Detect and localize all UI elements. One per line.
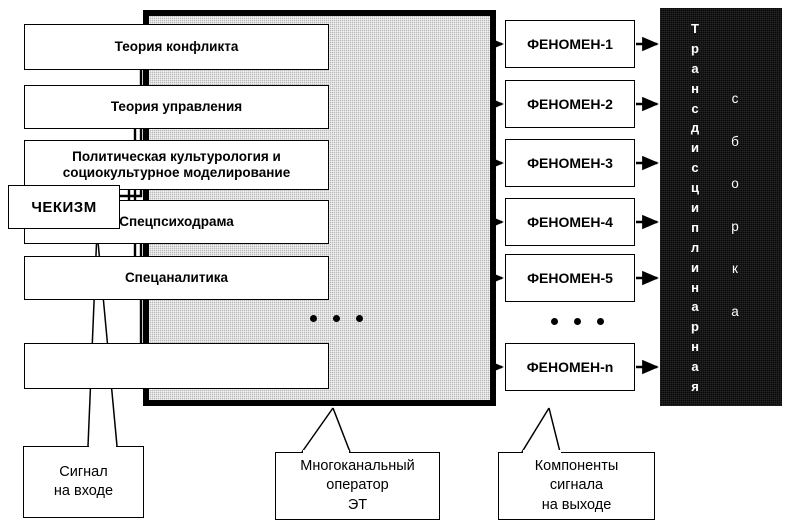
assembly-sub-word-vertical: с б о р к а [724,92,746,347]
callout-operator: Многоканальный оператор ЭТ [275,452,440,520]
assembly-letter: с [691,160,699,176]
phenomenon-box-1-label: ФЕНОМЕН-1 [527,36,613,52]
callout-output-notch [523,450,561,454]
assembly-letter: п [691,219,699,235]
assembly-letter: р [691,40,699,56]
assembly-letter: с [731,91,739,106]
callout-operator-line1: Многоканальный [300,458,415,475]
assembly-letter: а [691,299,699,315]
ellipsis-dot [310,315,317,322]
ellipsis-dot [551,318,558,325]
phenomenon-box-5-label: ФЕНОМЕН-5 [527,270,613,286]
assembly-letter: н [691,339,699,355]
ellipsis-dot [574,318,581,325]
method-box-5[interactable]: Спецаналитика [24,256,329,300]
ellipsis-dot [597,318,604,325]
operator-ellipsis-dots [310,315,363,322]
phenomenon-box-4-label: ФЕНОМЕН-4 [527,214,613,230]
callout-operator-line3: ЭТ [347,496,368,513]
method-box-2[interactable]: Теория управления [24,85,329,129]
method-box-3-label-line2: социокультурное моделирование [62,165,291,180]
callout-input-signal-notch [89,444,116,448]
assembly-letter: л [690,239,700,255]
assembly-letter: н [691,80,699,96]
method-box-3[interactable]: Политическая культурология и социокульту… [24,140,329,190]
assembly-panel: Т р а н с д и с ц и п л и н а р н а я с … [660,8,782,406]
method-box-5-label: Спецаналитика [124,269,229,285]
method-box-6[interactable] [24,343,329,389]
assembly-letter: н [691,279,699,295]
assembly-letter: с [691,100,699,116]
phenomenon-box-n[interactable]: ФЕНОМЕН-n [505,343,635,391]
callout-output-line1: Компоненты [534,458,619,475]
assembly-letter: и [691,259,699,275]
ellipsis-dot [356,315,363,322]
method-box-1[interactable]: Теория конфликта [24,24,329,70]
callout-operator-notch [303,450,349,454]
phenomenon-box-2[interactable]: ФЕНОМЕН-2 [505,80,635,128]
method-box-2-label: Теория управления [110,98,243,114]
callout-output-line2: сигнала [549,477,604,494]
ellipsis-dot [333,315,340,322]
callout-input-signal: Сигнал на входе [23,446,144,518]
assembly-main-word-vertical: Т р а н с д и с ц и п л и н а р н а я [684,22,706,400]
assembly-letter: и [691,200,699,216]
callout-input-signal-line2: на входе [53,483,114,499]
assembly-letter: а [691,60,699,76]
phenomenon-box-n-label: ФЕНОМЕН-n [526,359,614,375]
phenomena-ellipsis-dots [551,318,604,325]
assembly-letter: к [732,261,738,276]
callout-input-signal-line1: Сигнал [59,463,108,480]
assembly-letter: р [731,218,739,234]
assembly-letter: а [691,359,699,375]
phenomenon-box-2-label: ФЕНОМЕН-2 [527,96,613,112]
assembly-letter: ц [691,180,699,196]
assembly-letter: р [691,319,699,335]
callout-output-components: Компоненты сигнала на выходе [498,452,655,520]
method-box-4-label: Спецпсиходрама [119,213,234,229]
assembly-letter: б [731,133,739,149]
phenomenon-box-3[interactable]: ФЕНОМЕН-3 [505,139,635,187]
method-box-3-label-line1: Политическая культурология и [72,148,281,164]
source-box-label: ЧЕКИЗМ [31,198,97,216]
assembly-letter: д [690,120,700,136]
assembly-letter: о [731,176,739,191]
phenomenon-box-3-label: ФЕНОМЕН-3 [527,155,613,171]
source-box-chekizm[interactable]: ЧЕКИЗМ [8,185,120,229]
method-box-1-label: Теория конфликта [114,38,239,54]
phenomenon-box-4[interactable]: ФЕНОМЕН-4 [505,198,635,246]
phenomenon-box-1[interactable]: ФЕНОМЕН-1 [505,20,635,68]
assembly-letter: и [691,140,699,156]
callout-output-line3: на выходе [541,496,612,513]
assembly-letter: Т [691,21,699,36]
phenomenon-box-5[interactable]: ФЕНОМЕН-5 [505,254,635,302]
callout-operator-line2: оператор [326,477,389,494]
assembly-letter: я [691,379,699,395]
assembly-letter: а [731,303,739,319]
phenomenon-to-assembly-connectors [636,36,659,375]
